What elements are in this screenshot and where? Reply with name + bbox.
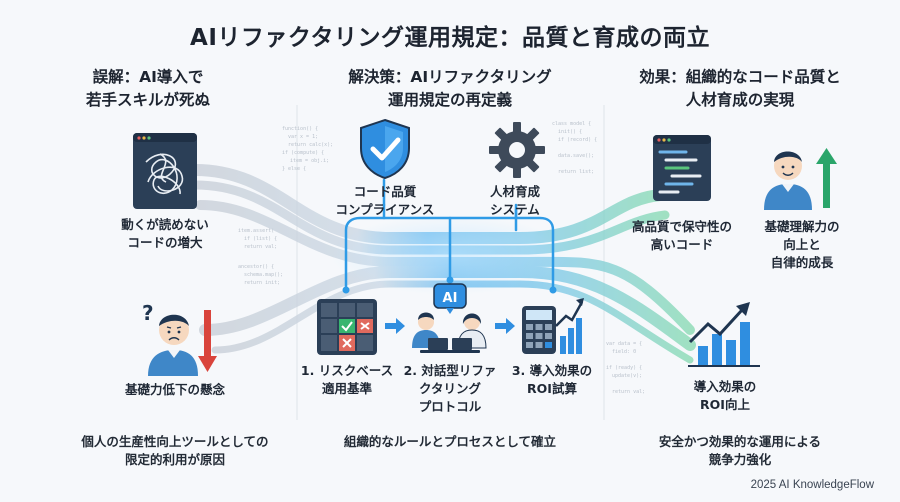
label-line: コードの増大	[127, 235, 203, 250]
svg-text:class model {: class model {	[552, 121, 591, 127]
step-arrows	[385, 318, 515, 334]
label-step-1: 1. リスクベース 適用基準	[295, 362, 399, 398]
svg-text:item = obj.i;: item = obj.i;	[290, 158, 329, 164]
calculator-chart-icon	[522, 298, 584, 354]
label-line: プロトコル	[418, 399, 482, 414]
gear-icon	[489, 122, 545, 178]
svg-text:if (ready) {: if (ready) {	[606, 365, 642, 371]
label-line: クタリング	[418, 381, 481, 396]
right-heading-line: 人材育成の実現	[685, 91, 795, 109]
label-line: 人材育成	[489, 184, 540, 199]
center-column-heading: 解決策：AIリファクタリング 運用規定の再定義	[320, 66, 580, 112]
footer-line: 競争力強化	[708, 452, 772, 467]
svg-text:init() {: init() {	[558, 129, 582, 135]
footer-line: 組織的なルールとプロセスとして確立	[343, 434, 557, 449]
svg-text:function() {: function() {	[282, 126, 318, 132]
svg-text:var data = {: var data = {	[606, 341, 642, 347]
worried-engineer-icon: ?	[142, 301, 217, 376]
svg-text:update(v);: update(v);	[612, 373, 642, 379]
svg-text:var x = 1;: var x = 1;	[288, 134, 318, 140]
growth-chart-icon	[688, 302, 760, 367]
connector-lines	[344, 178, 555, 290]
label-line: 適用基準	[321, 381, 372, 396]
label-code-quality-compliance: コード品質 コンプライアンス	[325, 183, 445, 219]
label-step-2: 2. 対話型リファ クタリング プロトコル	[400, 362, 500, 416]
svg-text:ancestor() {: ancestor() {	[238, 264, 274, 270]
svg-text:?: ?	[142, 301, 154, 325]
left-footer: 個人の生産性向上ツールとしての 限定的利用が原因	[55, 433, 295, 469]
label-skill-decline: 基礎力低下の懸念	[110, 381, 240, 399]
svg-text:return val;: return val;	[244, 244, 277, 250]
label-line: コード品質	[353, 184, 417, 199]
label-line: 1. リスクベース	[300, 363, 394, 378]
page-title: AIリファクタリング運用規定：品質と育成の両立	[190, 25, 710, 51]
svg-text:return list;: return list;	[558, 169, 594, 175]
clean-code-icon	[653, 135, 711, 201]
label-unreadable-code: 動くが読めない コードの増大	[110, 216, 220, 252]
label-line: システム	[490, 202, 540, 217]
label-line: 高品質で保守性の	[631, 219, 732, 234]
left-heading-line: 若手スキルが死ぬ	[85, 91, 210, 109]
label-step-3: 3. 導入効果の ROI試算	[502, 362, 602, 398]
shield-check-icon	[360, 118, 410, 180]
footer-line: 安全かつ効果的な運用による	[658, 434, 822, 449]
label-line: 導入効果の	[693, 379, 757, 394]
svg-text:if (compute) {: if (compute) {	[282, 150, 324, 156]
svg-text:if (list) {: if (list) {	[244, 236, 277, 242]
growing-engineer-icon	[764, 148, 837, 210]
label-line: ROI試算	[527, 381, 577, 396]
left-heading-line: 誤解：AI導入で	[92, 68, 204, 86]
label-line: 自律的成長	[770, 255, 834, 270]
ai-dialogue-icon: AI	[412, 283, 487, 353]
center-footer: 組織的なルールとプロセスとして確立	[310, 433, 590, 451]
risk-matrix-icon	[317, 299, 377, 355]
credit-text: 2025 AI KnowledgeFlow	[750, 479, 874, 491]
center-heading-line: 運用規定の再定義	[387, 91, 512, 109]
label-line: 向上と	[783, 237, 821, 252]
svg-text:field: 0: field: 0	[612, 349, 636, 355]
svg-text:return calc(x);: return calc(x);	[288, 142, 333, 148]
label-high-quality-code: 高品質で保守性の 高いコード	[618, 218, 746, 254]
ai-badge-text: AI	[443, 291, 458, 306]
code-watermark: function() { var x = 1; return calc(x); if…	[238, 121, 645, 395]
label-line: コンプライアンス	[335, 202, 435, 217]
label-talent-system: 人材育成 システム	[465, 183, 565, 219]
label-line: 動くが読めない	[121, 217, 209, 232]
svg-text:} else {: } else {	[282, 166, 306, 172]
right-footer: 安全かつ効果的な運用による 競争力強化	[620, 433, 860, 469]
svg-text:item.assert(: item.assert(	[238, 228, 274, 234]
label-line: 3. 導入効果の	[511, 363, 593, 378]
footer-line: 限定的利用が原因	[124, 452, 225, 467]
label-growth: 基礎理解力の 向上と 自律的成長	[752, 218, 852, 272]
label-roi-improvement: 導入効果の ROI向上	[675, 378, 775, 414]
footer-line: 個人の生産性向上ツールとしての	[81, 434, 269, 449]
svg-text:return init;: return init;	[244, 280, 280, 286]
label-line: 基礎力低下の懸念	[124, 382, 225, 397]
tangled-code-icon	[133, 133, 197, 209]
svg-text:return val;: return val;	[612, 389, 645, 395]
label-line: 高いコード	[650, 237, 714, 252]
label-line: 2. 対話型リファ	[403, 363, 497, 378]
label-line: ROI向上	[700, 397, 750, 412]
right-column-heading: 効果：組織的なコード品質と 人材育成の実現	[605, 66, 875, 112]
svg-text:if (record) {: if (record) {	[558, 137, 597, 143]
label-line: 基礎理解力の	[764, 219, 840, 234]
svg-text:schema.map();: schema.map();	[244, 272, 283, 278]
left-column-heading: 誤解：AI導入で 若手スキルが死ぬ	[48, 66, 248, 112]
svg-text:data.save();: data.save();	[558, 153, 594, 159]
right-heading-line: 効果：組織的なコード品質と	[639, 68, 841, 86]
center-heading-line: 解決策：AIリファクタリング	[348, 68, 552, 86]
